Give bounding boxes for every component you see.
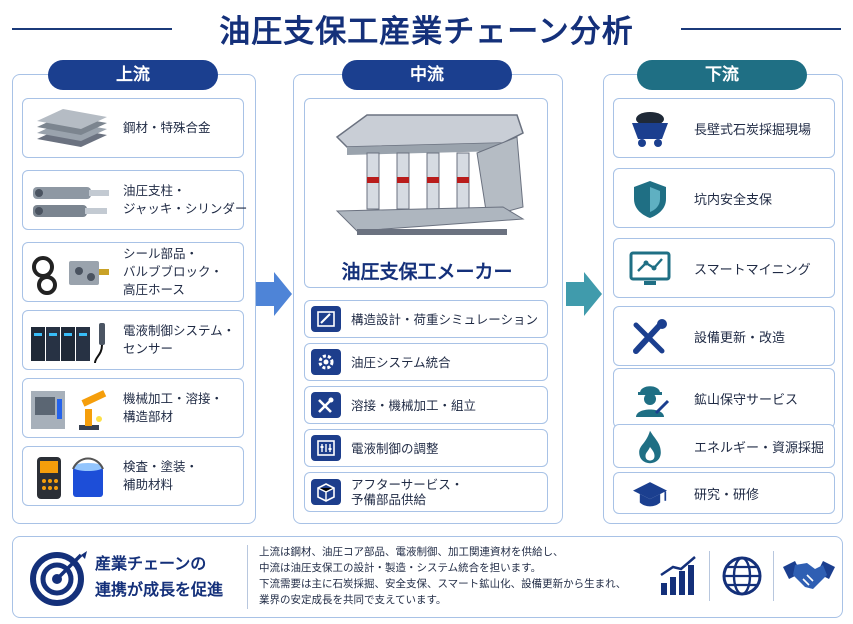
hydraulic-cylinder-icon <box>33 187 109 217</box>
downstream-item-label: 設備更新・改造 <box>694 330 786 346</box>
arrow-right-icon <box>566 272 602 316</box>
downstream-item-renewal: 設備更新・改造 <box>613 306 835 366</box>
control-system-icon <box>31 323 105 364</box>
manufacturer-card: 油圧支保工メーカー <box>304 98 548 288</box>
page-title: 油圧支保工産業チェーン分析 <box>219 14 634 50</box>
handshake-icon <box>783 561 835 589</box>
downstream-item-research: 研究・研修 <box>613 472 835 514</box>
downstream-item-safety: 坑内安全支保 <box>613 168 835 228</box>
seal-valve-icon <box>32 256 109 295</box>
globe-icon <box>722 556 762 596</box>
mine-cart-icon <box>632 112 668 147</box>
upstream-item-label: 電液制御システム・ センサー <box>123 323 236 356</box>
footer-icon-divider <box>773 551 774 601</box>
manufacturer-title: 油圧支保工メーカー <box>341 261 513 283</box>
footer-icon-divider <box>709 551 710 601</box>
upstream-item-cylinder: 油圧支柱・ ジャッキ・シリンダー <box>22 170 247 230</box>
downstream-item-label: エネルギー・資源採掘 <box>694 440 825 456</box>
downstream-item-coal-mining: 長壁式石炭採掘現場 <box>613 98 835 158</box>
midstream-item-hydraulic: 油圧システム統合 <box>304 343 548 381</box>
midstream-item-label: 構造設計・荷重シミュレーション <box>351 311 539 327</box>
midstream-item-control-tuning: 電液制御の調整 <box>304 429 548 467</box>
midstream-item-service: アフターサービス・ 予備部品供給 <box>304 472 548 512</box>
upstream-item-machining: 機械加工・溶接・ 構造部材 <box>22 378 244 438</box>
monitor-network-icon <box>629 251 671 285</box>
graduation-cap-icon <box>633 482 667 507</box>
downstream-item-label: 坑内安全支保 <box>694 192 773 208</box>
upstream-item-control: 電液制御システム・ センサー <box>22 310 244 370</box>
upstream-item-label: 鋼材・特殊合金 <box>123 120 211 135</box>
target-icon <box>30 551 87 606</box>
tools-icon <box>311 392 341 418</box>
title-rule-left <box>12 28 172 30</box>
upstream-tab: 上流 <box>48 60 218 90</box>
footer-divider <box>247 545 248 609</box>
upstream-item-steel: 鋼材・特殊合金 <box>22 98 244 158</box>
growth-chart-icon <box>660 556 696 595</box>
downstream-item-energy: エネルギー・資源採掘 <box>613 424 835 468</box>
wrench-screwdriver-icon <box>633 319 667 354</box>
midstream-item-design: 構造設計・荷重シミュレーション <box>304 300 548 338</box>
midstream-tab: 中流 <box>342 60 512 90</box>
shield-icon <box>634 181 666 218</box>
footer-panel: 産業チェーンの 連携が成長を促進 上流は鋼材、油圧コア部品、電液制御、加工関連資… <box>12 536 843 618</box>
footer-slogan-line1: 産業チェーンの <box>95 554 207 573</box>
steel-plates-icon <box>37 109 107 147</box>
worker-icon <box>636 386 670 417</box>
package-icon <box>311 479 341 505</box>
hydraulic-support-icon <box>335 114 525 235</box>
title-rule-right <box>681 28 841 30</box>
downstream-tab: 下流 <box>637 60 807 90</box>
upstream-item-label: 油圧支柱・ ジャッキ・シリンダー <box>123 183 248 216</box>
footer-slogan: 産業チェーンの 連携が成長を促進 <box>95 551 223 603</box>
downstream-item-maintenance: 鉱山保守サービス <box>613 368 835 428</box>
midstream-item-label: 電液制御の調整 <box>351 440 439 456</box>
midstream-item-label: 油圧システム統合 <box>351 354 451 370</box>
arrow-right-icon <box>256 272 292 316</box>
downstream-item-label: 長壁式石炭採掘現場 <box>694 122 812 138</box>
downstream-item-smart-mining: スマートマイニング <box>613 238 835 298</box>
upstream-item-seals: シール部品・ バルブブロック・ 高圧ホース <box>22 242 244 302</box>
footer-description-line: 下流需要は主に石炭採掘、安全支保、スマート鉱山化、設備更新から生まれ、 <box>259 578 627 590</box>
footer-description: 上流は鋼材、油圧コア部品、電液制御、加工関連資材を供給し、 中流は油圧支保工の設… <box>259 544 649 608</box>
downstream-item-label: 鉱山保守サービス <box>694 392 799 408</box>
upstream-item-label: シール部品・ バルブブロック・ 高圧ホース <box>123 246 223 297</box>
footer-description-line: 上流は鋼材、油圧コア部品、電液制御、加工関連資材を供給し、 <box>259 546 564 558</box>
upstream-item-label: 機械加工・溶接・ 構造部材 <box>123 391 224 424</box>
footer-description-line: 中流は油圧支保工の設計・製造・システム統合を担います。 <box>259 562 542 574</box>
footer-description-line: 業界の安定成長を共同で支えています。 <box>259 594 447 606</box>
upstream-item-label: 検査・塗装・ 補助材料 <box>123 459 199 492</box>
downstream-item-label: スマートマイニング <box>694 262 811 278</box>
midstream-item-label: 溶接・機械加工・組立 <box>351 397 477 413</box>
midstream-item-label: アフターサービス・ 予備部品供給 <box>351 477 464 507</box>
design-icon <box>311 306 341 332</box>
downstream-item-label: 研究・研修 <box>694 487 760 503</box>
machining-robot-icon <box>31 390 107 430</box>
hydraulic-gear-icon <box>311 349 341 375</box>
control-panel-icon <box>311 435 341 461</box>
footer-slogan-line2: 連携が成長を促進 <box>95 580 224 599</box>
upstream-item-inspection: 検査・塗装・ 補助材料 <box>22 446 244 506</box>
flame-icon <box>639 430 661 464</box>
inspection-paint-icon <box>37 457 104 499</box>
midstream-item-assembly: 溶接・機械加工・組立 <box>304 386 548 424</box>
